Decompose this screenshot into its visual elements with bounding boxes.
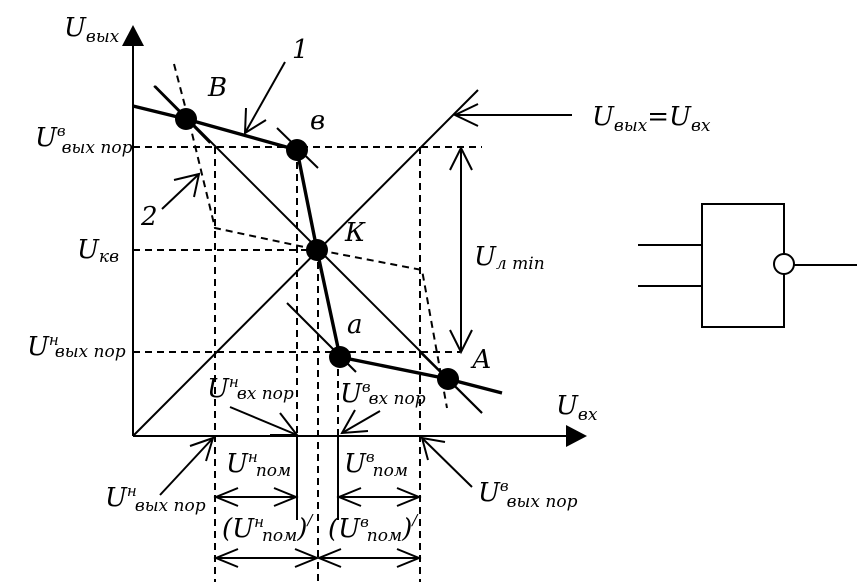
callout-1-line [244, 61, 286, 134]
x-axis-arrowhead [566, 425, 587, 447]
margin-high-head-right [396, 487, 422, 507]
swing-arrowhead-bottom [449, 329, 473, 355]
label-point-K: К [344, 218, 366, 248]
label-point-v: в [310, 106, 325, 136]
identity-line [132, 89, 479, 437]
y-axis-arrowhead [122, 25, 144, 46]
margin-low-prime-head-left [213, 548, 239, 568]
callout-2-line [161, 173, 200, 210]
identity-pointer-arrowhead [452, 103, 479, 127]
in-low-pointer [229, 406, 298, 436]
identity-label: Uвых=Uвх [592, 102, 711, 136]
out-high-pointer [421, 437, 473, 488]
out-high-pointer-head [420, 436, 446, 461]
label-point-a: а [347, 310, 363, 340]
y-axis-label: Uвых [64, 13, 120, 47]
out-low-pointer-head [189, 436, 215, 462]
in-high-pointer [341, 410, 381, 434]
margin-high-prime-head-left [316, 548, 342, 568]
callout-1-arrowhead [243, 107, 267, 135]
margin-low-head-left [213, 487, 239, 507]
out-low-pointer [159, 437, 214, 496]
in-high-pointer-head [340, 409, 369, 435]
gate-inversion-bubble [773, 253, 795, 275]
point-A [437, 368, 459, 390]
margin-high-prime-head-right [396, 548, 422, 568]
label-point-B: В [207, 73, 227, 103]
in-low-pointer-head [270, 412, 300, 436]
point-a [329, 346, 351, 368]
point-B [175, 108, 197, 130]
label-kv: Uкв [77, 235, 119, 267]
swing-arrowhead-top [449, 145, 473, 171]
callout-2-arrowhead [173, 172, 201, 198]
label-point-A: А [470, 345, 492, 375]
callout-1-label: 1 [292, 35, 309, 65]
x-axis-label: Uвх [556, 391, 598, 425]
logic-gate-body [701, 203, 785, 328]
point-K [306, 239, 328, 261]
swing-label: Uл min [474, 242, 545, 274]
callout-2-label: 2 [140, 202, 158, 232]
point-v [286, 139, 308, 161]
